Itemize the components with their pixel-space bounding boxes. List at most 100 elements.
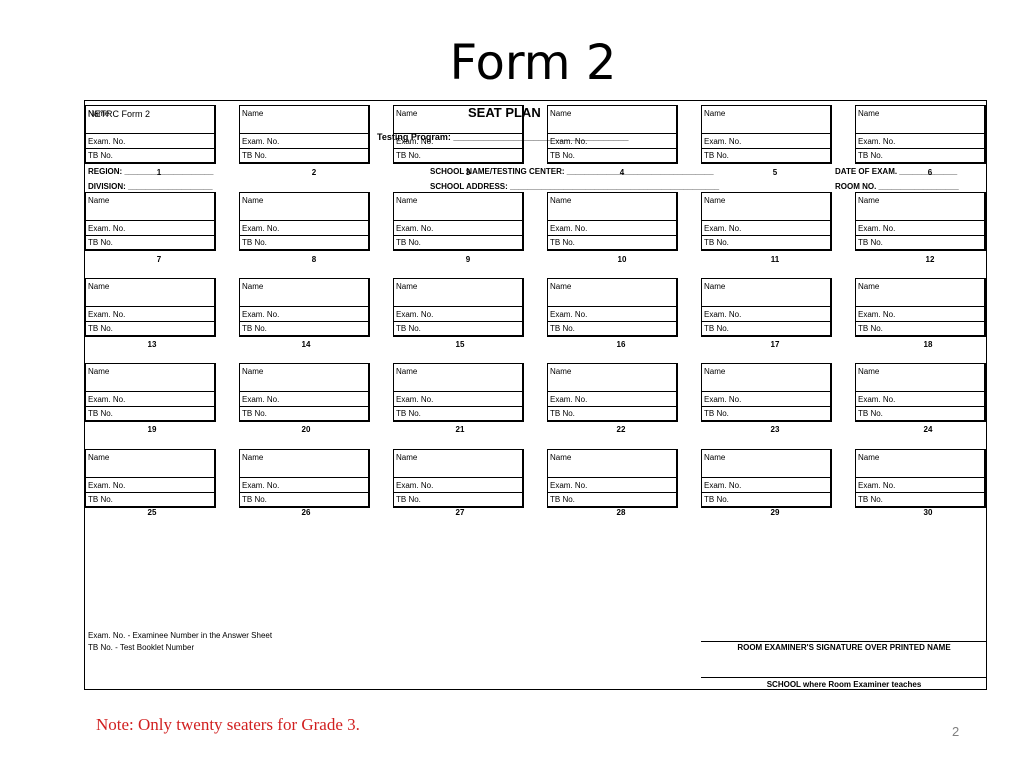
exam-line [548,148,676,149]
seat-tb-no-label: TB No. [88,495,113,504]
seat-number: 16 [616,340,626,349]
seat-name-label: Name [858,367,880,376]
exam-line [394,406,522,407]
seat-name-label: Name [704,282,726,291]
seat-exam-no-label: Exam. No. [550,224,588,233]
seat-tb-no-label: TB No. [704,495,729,504]
name-line [856,220,984,221]
seat-name-label: Name [242,453,264,462]
seat-name-label: Name [242,282,264,291]
name-line [86,391,214,392]
seat-exam-no-label: Exam. No. [242,395,280,404]
exam-line [240,148,368,149]
seat-name-label: Name [88,196,110,205]
seat-exam-no-label: Exam. No. [396,137,434,146]
region-field[interactable]: REGION: ____________________ [88,167,214,176]
school-address-field[interactable]: SCHOOL ADDRESS: ________________________… [430,182,720,191]
room-no-field[interactable]: ROOM NO. __________________ [835,182,959,191]
seat-number: 29 [770,508,780,517]
seat-exam-no-label: Exam. No. [242,310,280,319]
date-of-exam-field[interactable]: DATE OF EXAM. _____________ [835,167,958,176]
seat-number: 9 [465,255,471,264]
name-line [702,133,830,134]
seat-exam-no-label: Exam. No. [858,481,896,490]
exam-line [702,235,830,236]
seat-number: 21 [455,425,465,434]
exam-line [240,235,368,236]
school-name-field[interactable]: SCHOOL NAME/TESTING CENTER: ____________… [430,167,714,176]
seat-number: 23 [770,425,780,434]
seat-tb-no-label: TB No. [396,238,421,247]
division-field[interactable]: DIVISION: ___________________ [88,182,213,191]
seat-name-label: Name [704,367,726,376]
seat-tb-no-label: TB No. [704,151,729,160]
seat-number: 27 [455,508,465,517]
name-line [240,133,368,134]
seat-name-label: Name [550,109,572,118]
name-line [548,306,676,307]
exam-line [86,492,214,493]
seat-number: 5 [772,168,778,177]
seat-name-label: Name [704,196,726,205]
name-line [548,477,676,478]
seat-name-label: Name [396,109,418,118]
seat-name-label: Name [396,196,418,205]
seat-exam-no-label: Exam. No. [858,137,896,146]
seat-number: 15 [455,340,465,349]
exam-line [548,321,676,322]
seat-exam-no-label: Exam. No. [242,224,280,233]
seat-name-label: Name [88,453,110,462]
name-line [240,391,368,392]
seat-tb-no-label: TB No. [858,238,883,247]
seat-exam-no-label: Exam. No. [550,310,588,319]
school-label: SCHOOL where Room Examiner teaches [766,680,922,689]
seat-number: 3 [465,168,471,177]
seat-tb-no-label: TB No. [396,409,421,418]
seat-tb-no-label: TB No. [550,495,575,504]
name-line [702,391,830,392]
seat-name-label: Name [88,367,110,376]
legend-exam-no: Exam. No. - Examinee Number in the Answe… [88,631,273,640]
seat-name-label: Name [858,196,880,205]
seat-tb-no-label: TB No. [88,238,113,247]
seat-number: 7 [156,255,162,264]
seat-exam-no-label: Exam. No. [242,137,280,146]
testing-program-field[interactable]: Testing Program: _______________________… [377,132,629,142]
exam-line [702,148,830,149]
name-line [702,220,830,221]
name-line [856,306,984,307]
name-line [856,391,984,392]
signature-label: ROOM EXAMINER'S SIGNATURE OVER PRINTED N… [737,643,951,652]
seat-name-label: Name [550,196,572,205]
